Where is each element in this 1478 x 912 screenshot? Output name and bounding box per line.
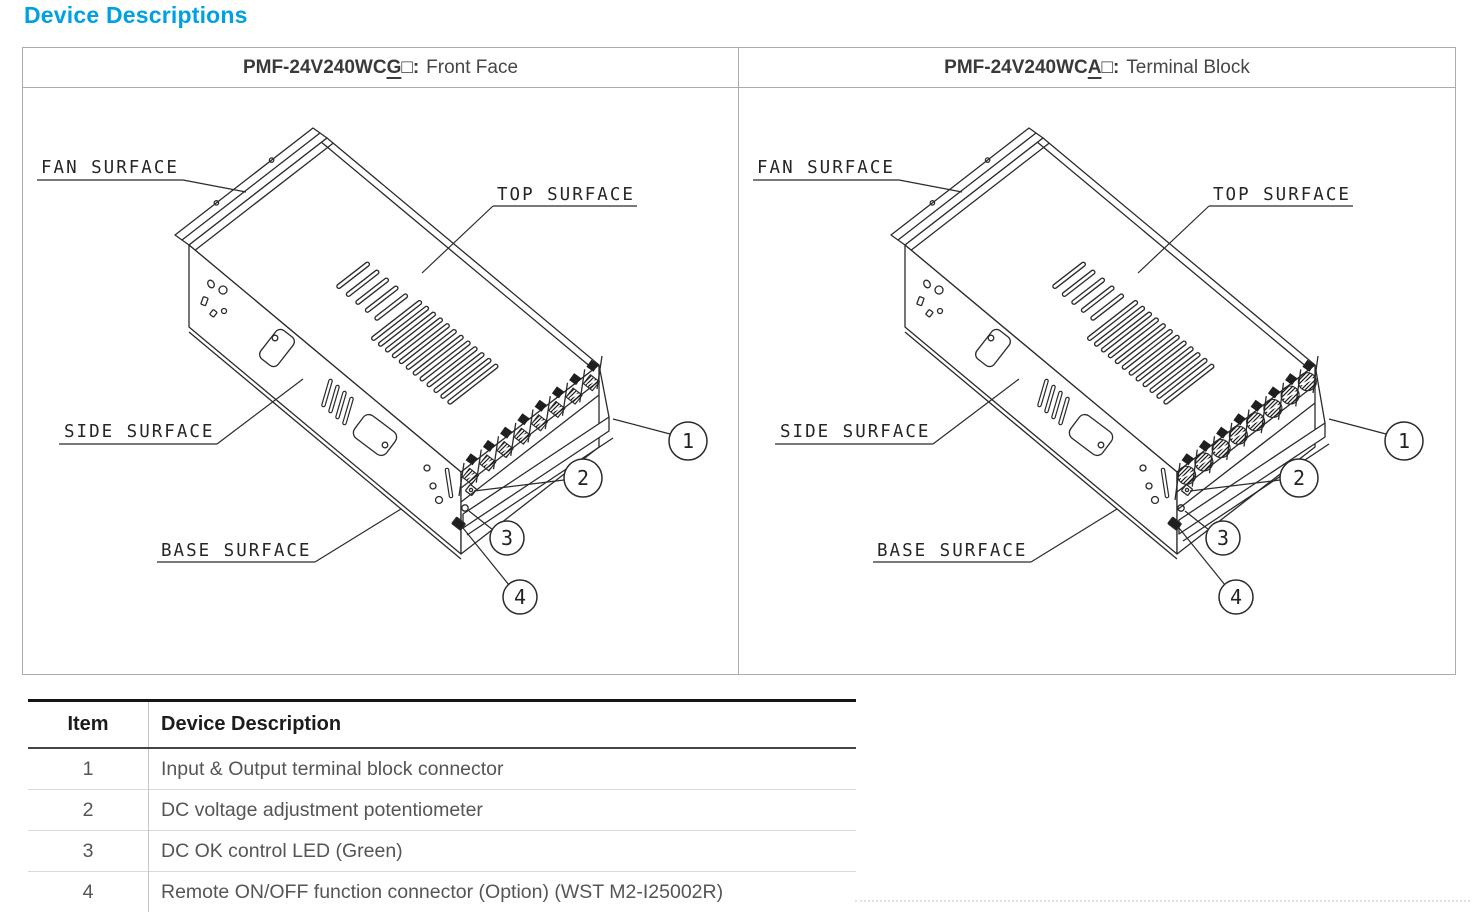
svg-text:FAN SURFACE: FAN SURFACE bbox=[757, 158, 895, 178]
description-cell: DC voltage adjustment potentiometer bbox=[149, 790, 857, 831]
diagram-terminal-block: FAN SURFACE TOP SURFACE SIDE SURFACE BASE S… bbox=[739, 88, 1455, 674]
item-cell: 1 bbox=[28, 748, 149, 790]
fan-surface-label: FAN SURFACE bbox=[753, 158, 962, 192]
svg-text:BASE SURFACE: BASE SURFACE bbox=[161, 541, 311, 561]
svg-text:TOP SURFACE: TOP SURFACE bbox=[497, 185, 635, 205]
description-column-header: Device Description bbox=[149, 701, 857, 749]
callout-1: 1 bbox=[613, 419, 707, 460]
model-variant-letter: G bbox=[387, 57, 402, 79]
callout-1: 1 bbox=[1329, 419, 1423, 460]
model-box-symbol: □: bbox=[401, 57, 419, 79]
description-cell: DC OK control LED (Green) bbox=[149, 831, 857, 872]
svg-text:3: 3 bbox=[501, 526, 513, 550]
item-cell: 3 bbox=[28, 831, 149, 872]
svg-text:1: 1 bbox=[682, 429, 694, 453]
model-prefix: PMF-24V240WC bbox=[243, 57, 387, 79]
model-prefix: PMF-24V240WC bbox=[944, 57, 1088, 79]
svg-text:2: 2 bbox=[577, 466, 589, 490]
item-cell: 2 bbox=[28, 790, 149, 831]
model-variant-letter: A bbox=[1088, 57, 1102, 79]
svg-text:3: 3 bbox=[1217, 526, 1229, 550]
base-surface-label: BASE SURFACE bbox=[157, 509, 401, 562]
svg-text:4: 4 bbox=[1230, 585, 1242, 609]
svg-text:4: 4 bbox=[514, 585, 526, 609]
model-box-symbol: □: bbox=[1101, 57, 1119, 79]
panel-terminal-block: FAN SURFACE TOP SURFACE SIDE SURFACE BASE S… bbox=[739, 88, 1455, 674]
svg-text:BASE SURFACE: BASE SURFACE bbox=[877, 541, 1027, 561]
svg-text:TOP SURFACE: TOP SURFACE bbox=[1213, 185, 1351, 205]
page-title: Device Descriptions bbox=[24, 2, 248, 29]
faint-dashed-artifact bbox=[855, 900, 1470, 902]
svg-text:2: 2 bbox=[1293, 466, 1305, 490]
table-header-row: Item Device Description bbox=[28, 701, 856, 749]
item-column-header: Item bbox=[28, 701, 149, 749]
base-surface-label: BASE SURFACE bbox=[873, 509, 1117, 562]
panel-front-face: FAN SURFACE TOP SURFACE SIDE SURFACE BASE S… bbox=[23, 88, 739, 674]
panel-caption: Front Face bbox=[426, 57, 518, 79]
svg-text:SIDE SURFACE: SIDE SURFACE bbox=[64, 422, 214, 442]
svg-text:FAN SURFACE: FAN SURFACE bbox=[41, 158, 179, 178]
diagram-front-face: FAN SURFACE TOP SURFACE SIDE SURFACE BASE S… bbox=[23, 88, 739, 674]
item-cell: 4 bbox=[28, 872, 149, 912]
description-cell: Input & Output terminal block connector bbox=[149, 748, 857, 790]
description-cell: Remote ON/OFF function connector (Option… bbox=[149, 872, 857, 912]
fan-surface-label: FAN SURFACE bbox=[37, 158, 246, 192]
panel-caption: Terminal Block bbox=[1126, 57, 1250, 79]
svg-text:1: 1 bbox=[1398, 429, 1410, 453]
svg-text:SIDE SURFACE: SIDE SURFACE bbox=[780, 422, 930, 442]
